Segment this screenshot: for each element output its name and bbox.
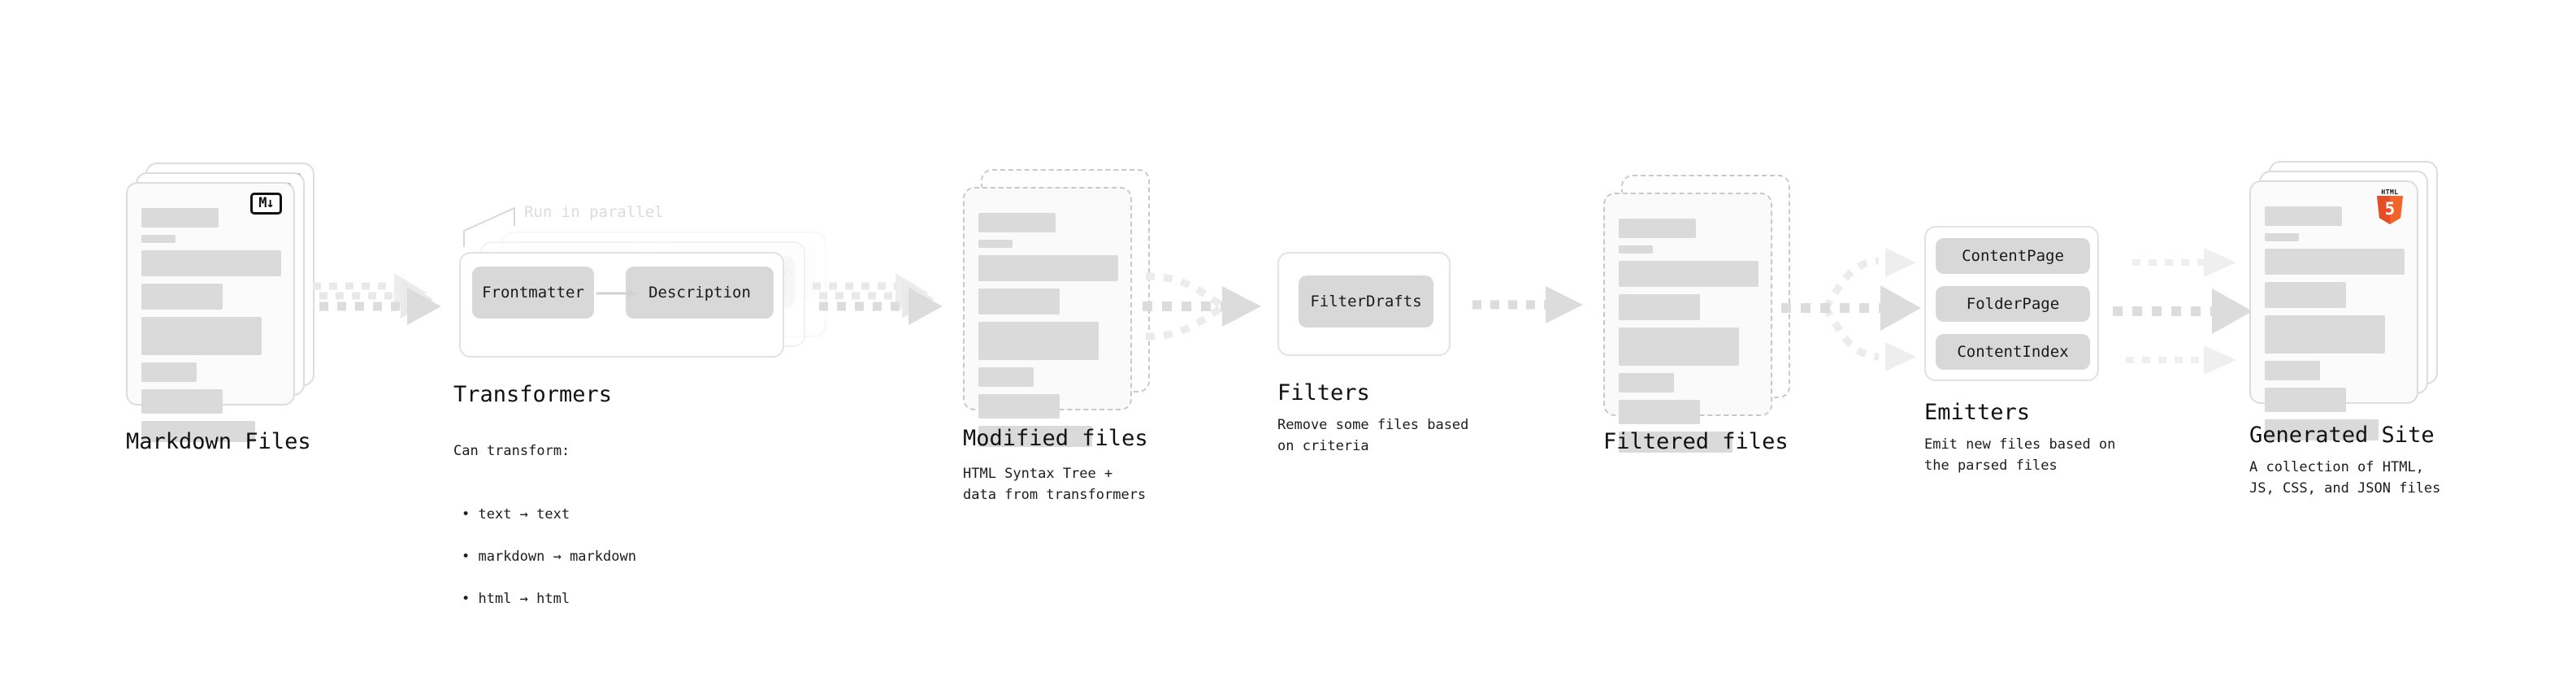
skeleton-bar (1619, 432, 1733, 453)
filter-pill-filterdrafts[interactable]: FilterDrafts (1299, 275, 1433, 327)
skeleton-bar (141, 317, 262, 355)
skeleton-bar (978, 255, 1118, 281)
skeleton-bar (2265, 249, 2405, 275)
skeleton-bar (141, 362, 197, 382)
skeleton-content (141, 208, 282, 449)
connector-transformers-to-modified (813, 273, 943, 325)
skeleton-bar (1619, 294, 1700, 320)
transform-item: html → html (462, 588, 730, 609)
transform-item: markdown → markdown (462, 546, 730, 567)
stage-title-generated-site: Generated Site (2249, 423, 2435, 448)
skeleton-bar (1619, 261, 1759, 287)
skeleton-bar (141, 284, 223, 310)
skeleton-bar (141, 421, 255, 442)
skeleton-bar (141, 208, 219, 228)
run-in-parallel-label: Run in parallel (524, 203, 664, 221)
html5-icon: HTML 5 (2374, 189, 2405, 224)
transformer-internal-arrow (596, 288, 637, 298)
skeleton-bar (141, 250, 281, 276)
skeleton-bar (1619, 373, 1674, 393)
filters-caption: Remove some files based on criteria (1277, 417, 1469, 454)
skeleton-bar (2265, 361, 2320, 380)
skeleton-bar (978, 426, 1092, 447)
skeleton-bar (141, 235, 176, 243)
transformers-caption-heading: Can transform: (453, 443, 570, 459)
modified-files-caption: HTML Syntax Tree + data from transformer… (963, 466, 1147, 503)
skeleton-bar (1619, 245, 1653, 254)
skeleton-bar (2265, 206, 2342, 226)
stage-title-filtered-files: Filtered files (1603, 429, 1789, 454)
connector-filtered-to-emitters (1781, 248, 1921, 371)
generated-site-caption: A collection of HTML, JS, CSS, and JSON … (2249, 459, 2441, 497)
connector-modified-to-filters (1143, 272, 1261, 340)
skeleton-bar (978, 367, 1034, 387)
skeleton-bar (978, 394, 1060, 419)
emitter-pill-folderpage[interactable]: FolderPage (1936, 286, 2090, 322)
transformer-pill-description[interactable]: Description (626, 267, 774, 319)
emitter-pill-contentpage[interactable]: ContentPage (1936, 238, 2090, 274)
skeleton-bar (1619, 327, 1739, 366)
connector-markdown-to-transformers (313, 273, 441, 325)
skeleton-bar (1619, 400, 1700, 424)
transformers-caption: Can transform: text → text markdown → ma… (453, 419, 730, 652)
filtered-file-card-front (1603, 193, 1772, 453)
skeleton-bar (978, 322, 1099, 360)
emitter-pill-contentindex[interactable]: ContentIndex (1936, 334, 2090, 370)
skeleton-content (1619, 219, 1759, 460)
skeleton-bar (978, 288, 1060, 314)
skeleton-bar (2265, 388, 2346, 412)
stage-title-transformers: Transformers (453, 382, 613, 407)
transformers-caption-list: text → text markdown → markdown html → h… (453, 483, 730, 631)
skeleton-content (978, 213, 1119, 454)
skeleton-content (2265, 206, 2405, 448)
connector-emitters-to-site (2113, 248, 2253, 375)
skeleton-bar (1619, 219, 1696, 238)
filters-box: FilterDrafts (1277, 252, 1451, 356)
connector-filters-to-filtered (1472, 286, 1583, 323)
stage-title-emitters: Emitters (1924, 400, 2031, 425)
stage-title-markdown-files: Markdown Files (126, 429, 311, 454)
transformers-box: Frontmatter Description (459, 252, 784, 358)
skeleton-bar (2265, 282, 2346, 308)
generated-file-card-front: HTML 5 (2249, 180, 2418, 440)
modified-file-card-front (963, 187, 1132, 447)
html5-icon-label: HTML (2381, 189, 2399, 196)
skeleton-bar (2265, 315, 2385, 354)
stage-title-filters: Filters (1277, 380, 1370, 406)
html5-icon-number: 5 (2384, 199, 2396, 219)
stage-title-modified-files: Modified files (963, 426, 1148, 451)
skeleton-bar (2265, 419, 2379, 440)
skeleton-bar (978, 213, 1056, 232)
markdown-file-card-front: M↓ (126, 182, 295, 442)
emitters-box: ContentPage FolderPage ContentIndex (1924, 226, 2099, 381)
transformer-pill-frontmatter[interactable]: Frontmatter (472, 267, 594, 319)
skeleton-bar (978, 240, 1013, 248)
skeleton-bar (141, 389, 223, 414)
emitters-caption: Emit new files based on the parsed files (1924, 436, 2116, 474)
run-in-parallel-bracket (463, 206, 515, 247)
skeleton-bar (2265, 233, 2299, 241)
markdown-icon: M↓ (250, 193, 282, 215)
transform-item: text → text (462, 504, 730, 525)
